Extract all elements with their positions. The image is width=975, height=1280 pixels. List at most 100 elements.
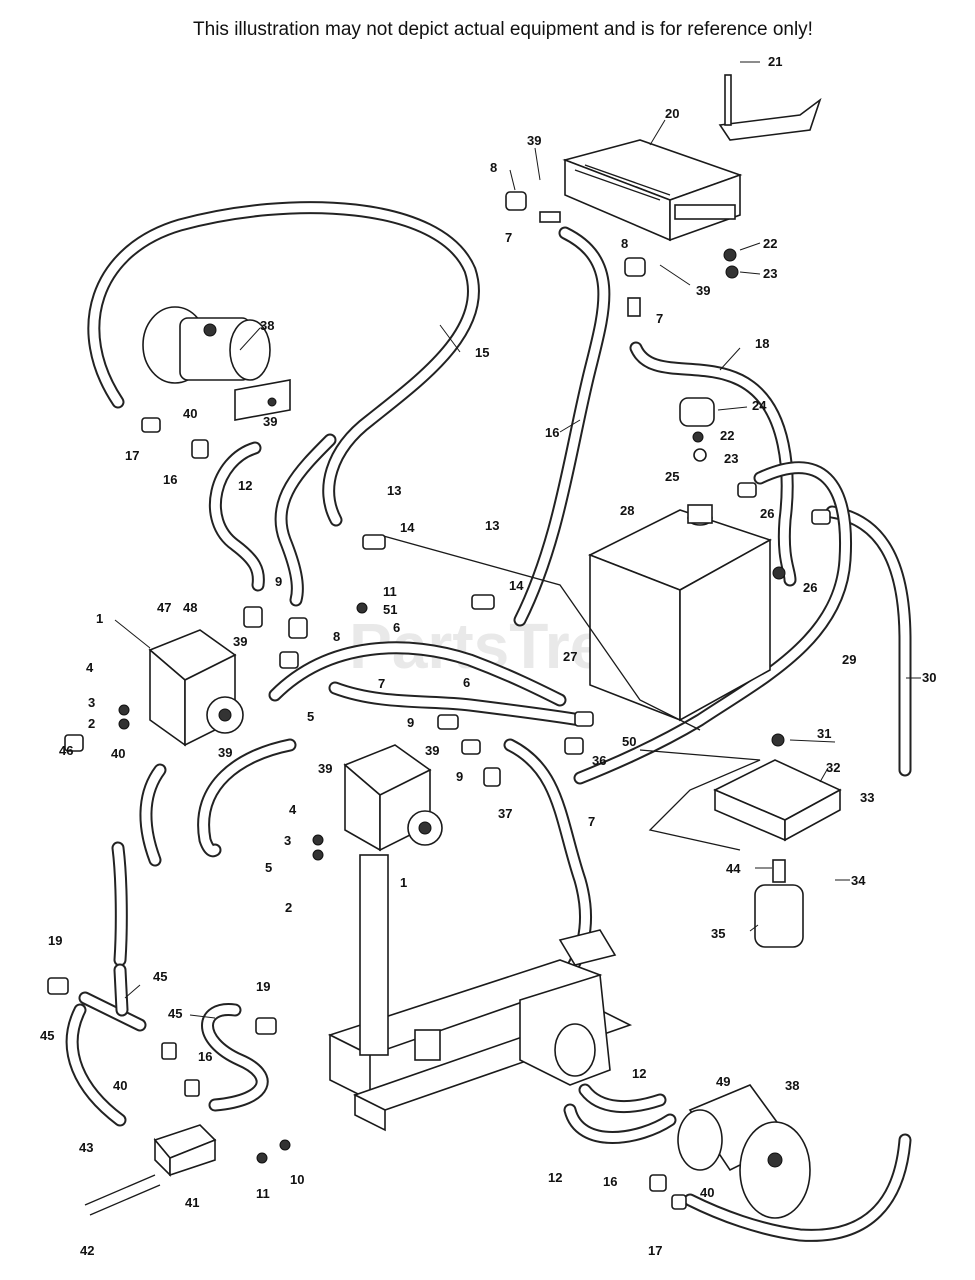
washer bbox=[692, 431, 704, 443]
callout: 15 bbox=[475, 345, 489, 360]
callout: 20 bbox=[665, 106, 679, 121]
washer-2b bbox=[312, 849, 324, 861]
bracket bbox=[718, 97, 822, 141]
callout: 40 bbox=[113, 1078, 127, 1093]
oil-cooler bbox=[562, 139, 743, 242]
adapter bbox=[772, 859, 786, 883]
callout: 7 bbox=[378, 676, 385, 691]
fitting-9c bbox=[437, 714, 459, 730]
callout: 3 bbox=[88, 695, 95, 710]
callout: 48 bbox=[183, 600, 197, 615]
hydraulic-pump-left bbox=[148, 629, 244, 747]
callout: 41 bbox=[185, 1195, 199, 1210]
callout: 1 bbox=[400, 875, 407, 890]
parts bbox=[47, 74, 842, 1219]
callout: 39 bbox=[425, 743, 439, 758]
hydraulic-pump-center bbox=[343, 744, 443, 852]
callout: 16 bbox=[545, 425, 559, 440]
callout: 13 bbox=[387, 483, 401, 498]
callout: 45 bbox=[153, 969, 167, 984]
fitting-9d bbox=[461, 739, 481, 755]
callout: 23 bbox=[763, 266, 777, 281]
callout: 44 bbox=[726, 861, 741, 876]
callout: 45 bbox=[40, 1028, 54, 1043]
callout: 5 bbox=[307, 709, 314, 724]
callout: 28 bbox=[620, 503, 634, 518]
nut bbox=[725, 265, 739, 279]
callout: 17 bbox=[648, 1243, 662, 1258]
callout: 42 bbox=[80, 1243, 94, 1258]
fitting-16b bbox=[184, 1079, 200, 1097]
fitting-50 bbox=[574, 711, 594, 727]
callout: 30 bbox=[922, 670, 936, 685]
callout: 6 bbox=[463, 675, 470, 690]
nut bbox=[693, 448, 707, 462]
callout: 14 bbox=[509, 578, 524, 593]
callout: 18 bbox=[755, 336, 769, 351]
callout: 8 bbox=[333, 629, 340, 644]
elbow-19 bbox=[47, 977, 69, 995]
callout: 40 bbox=[111, 746, 125, 761]
clamp-14a bbox=[362, 534, 386, 550]
callout: 38 bbox=[260, 318, 274, 333]
callout: 40 bbox=[700, 1185, 714, 1200]
callout: 39 bbox=[233, 634, 247, 649]
callout: 5 bbox=[265, 860, 272, 875]
callout: 46 bbox=[59, 743, 73, 758]
disclaimer-text: This illustration may not depict actual … bbox=[193, 19, 813, 40]
fitting-9a bbox=[243, 606, 263, 628]
elbow-46 bbox=[64, 734, 84, 752]
nut-10 bbox=[279, 1139, 291, 1151]
callout: 21 bbox=[768, 54, 782, 69]
callout: 12 bbox=[632, 1066, 646, 1081]
elbow-fitting bbox=[505, 191, 527, 211]
callout: 29 bbox=[842, 652, 856, 667]
connector bbox=[627, 297, 641, 317]
hydraulic-motor bbox=[142, 306, 291, 421]
washer-3 bbox=[118, 704, 130, 716]
fitting-16d bbox=[649, 1174, 667, 1192]
callout: 16 bbox=[198, 1049, 212, 1064]
connector bbox=[539, 211, 561, 223]
oil-filter bbox=[754, 884, 804, 948]
bolt bbox=[724, 74, 732, 126]
elbow-fitting bbox=[624, 257, 646, 277]
fitting-26 bbox=[737, 482, 757, 498]
callout: 7 bbox=[588, 814, 595, 829]
callout: 12 bbox=[238, 478, 252, 493]
callout: 14 bbox=[400, 520, 415, 535]
callout: 12 bbox=[548, 1170, 562, 1185]
callout: 13 bbox=[485, 518, 499, 533]
leader-lines bbox=[114, 61, 921, 1019]
nut-51 bbox=[356, 602, 368, 614]
callout: 26 bbox=[760, 506, 774, 521]
callout: 27 bbox=[563, 649, 577, 664]
hoses bbox=[65, 201, 912, 1242]
callout: 24 bbox=[752, 398, 767, 413]
callout: 39 bbox=[696, 283, 710, 298]
washer bbox=[723, 248, 737, 262]
callout: 1 bbox=[96, 611, 103, 626]
callout: 11 bbox=[383, 584, 397, 599]
frame bbox=[327, 854, 633, 1132]
callout: 39 bbox=[218, 745, 232, 760]
nut-11 bbox=[256, 1152, 268, 1164]
callout: 33 bbox=[860, 790, 874, 805]
callout: 9 bbox=[407, 715, 414, 730]
fitting-17 bbox=[141, 417, 161, 433]
fitting-36 bbox=[564, 737, 584, 755]
callout: 26 bbox=[803, 580, 817, 595]
callout: 2 bbox=[285, 900, 292, 915]
callout: 37 bbox=[498, 806, 512, 821]
callout: 4 bbox=[86, 660, 94, 675]
callout: 2 bbox=[88, 716, 95, 731]
clamp-26c bbox=[772, 566, 786, 580]
callout: 23 bbox=[724, 451, 738, 466]
callout: 6 bbox=[393, 620, 400, 635]
callout: 19 bbox=[256, 979, 270, 994]
fitting-16c bbox=[191, 439, 209, 459]
callout: 8 bbox=[490, 160, 497, 175]
callout: 17 bbox=[125, 448, 139, 463]
